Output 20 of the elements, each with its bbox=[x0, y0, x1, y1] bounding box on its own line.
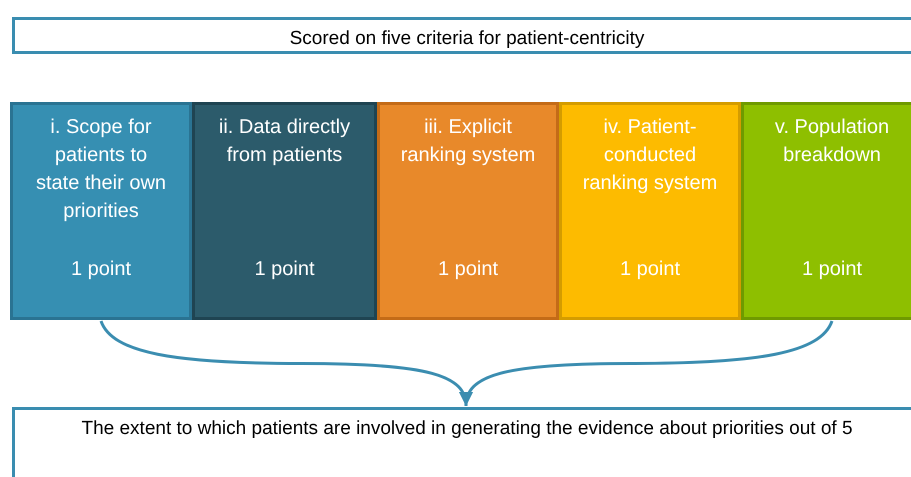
criterion-label: ii. Data directly from patients bbox=[218, 115, 352, 168]
criterion-label: iii. Explicit ranking system bbox=[400, 115, 536, 168]
points-label: 1 point bbox=[620, 257, 680, 282]
criterion-box bbox=[10, 102, 192, 320]
brace-arrow bbox=[460, 320, 834, 406]
criterion-label: v. Population breakdown bbox=[774, 115, 890, 168]
result-box bbox=[12, 407, 911, 477]
points-label: 1 point bbox=[254, 257, 315, 282]
box-text: Scored on five criteria for patient-centricity bbox=[290, 27, 644, 51]
criterion-box bbox=[741, 102, 911, 320]
header-box bbox=[12, 17, 911, 54]
criterion-box bbox=[192, 102, 377, 320]
criterion-box bbox=[377, 102, 559, 320]
criterion-box bbox=[559, 102, 741, 320]
points-label: 1 point bbox=[802, 257, 862, 282]
box-text: The extent to which patients are involved in generating the evidence about priorities out of 5 bbox=[81, 417, 853, 441]
points-label: 1 point bbox=[438, 257, 498, 282]
points-label: 1 point bbox=[70, 257, 132, 282]
criterion-label: i. Scope for patients to state their own priorities bbox=[34, 115, 168, 224]
criterion-label: iv. Patient-conducted ranking system bbox=[582, 115, 718, 196]
